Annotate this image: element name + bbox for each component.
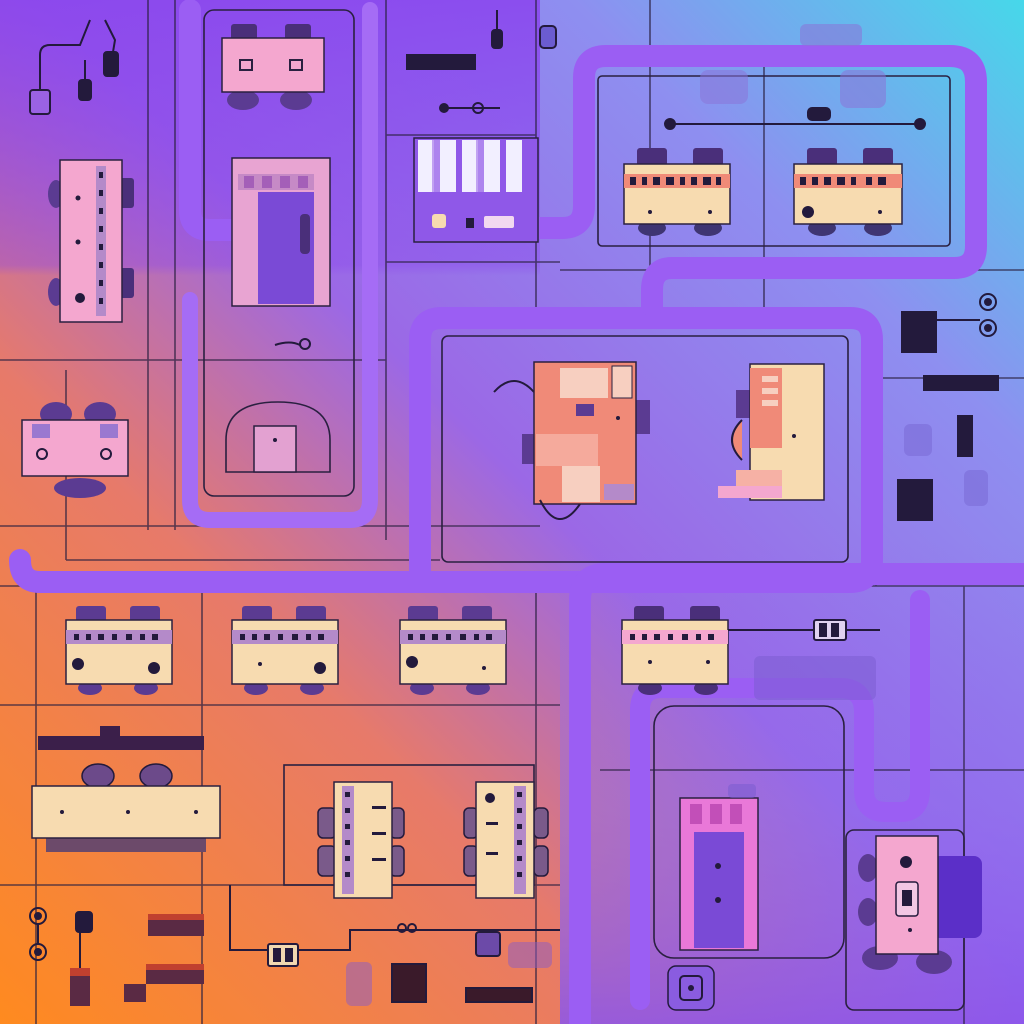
faded-furniture-mid-right — [754, 656, 876, 700]
corridor-top-right — [525, 45, 987, 317]
cable-right-edge — [897, 293, 999, 521]
corridors — [9, 0, 1024, 1024]
faded-devices-right — [904, 424, 988, 506]
corridor-center-loop — [9, 307, 883, 593]
cable-cluster-top-left — [29, 19, 119, 115]
desk-workstation-purple — [231, 157, 331, 350]
door-panel-bottom-right — [679, 797, 759, 951]
desk-vertical-bottom-b — [463, 781, 549, 899]
storage-cabinet-left — [253, 425, 297, 473]
corridor-right-vertical — [569, 563, 1024, 1024]
desk-row-2 — [231, 606, 339, 695]
cable-node-mid-right — [728, 619, 880, 641]
corridor-left-ring — [182, 2, 378, 528]
desk-small-left — [21, 402, 129, 498]
server-rack-top — [406, 54, 539, 243]
desk-long-bottom-left — [31, 763, 221, 852]
desk-vertical-left — [48, 159, 134, 323]
desk-top-right-a — [623, 148, 731, 236]
desk-center-rose — [493, 361, 650, 521]
cable-cluster-top-center — [439, 10, 557, 114]
faded-chairs-top-right — [700, 24, 886, 108]
faded-device-bottom-right — [728, 784, 756, 798]
corridor-top-left — [179, 0, 247, 241]
desk-row-3 — [399, 606, 507, 695]
faded-furniture-bottom-center — [346, 942, 552, 1006]
background-wash-right — [560, 540, 1024, 1024]
desk-row-1 — [65, 606, 173, 695]
cabinets-bottom-left — [70, 914, 204, 1006]
desk-vertical-bottom-a — [317, 781, 405, 899]
room-outlines — [203, 9, 965, 1011]
desk-bottom-right-corner — [858, 835, 982, 974]
cable-bottom-center — [229, 885, 560, 1003]
shelf-bottom-left — [38, 726, 204, 750]
desk-top-left — [221, 24, 325, 110]
desk-row-4 — [621, 606, 729, 695]
cable-top-right — [664, 107, 926, 130]
device-bottom-right-small — [667, 965, 715, 1011]
desk-center-right — [718, 363, 825, 501]
desk-top-right-b — [793, 148, 903, 236]
